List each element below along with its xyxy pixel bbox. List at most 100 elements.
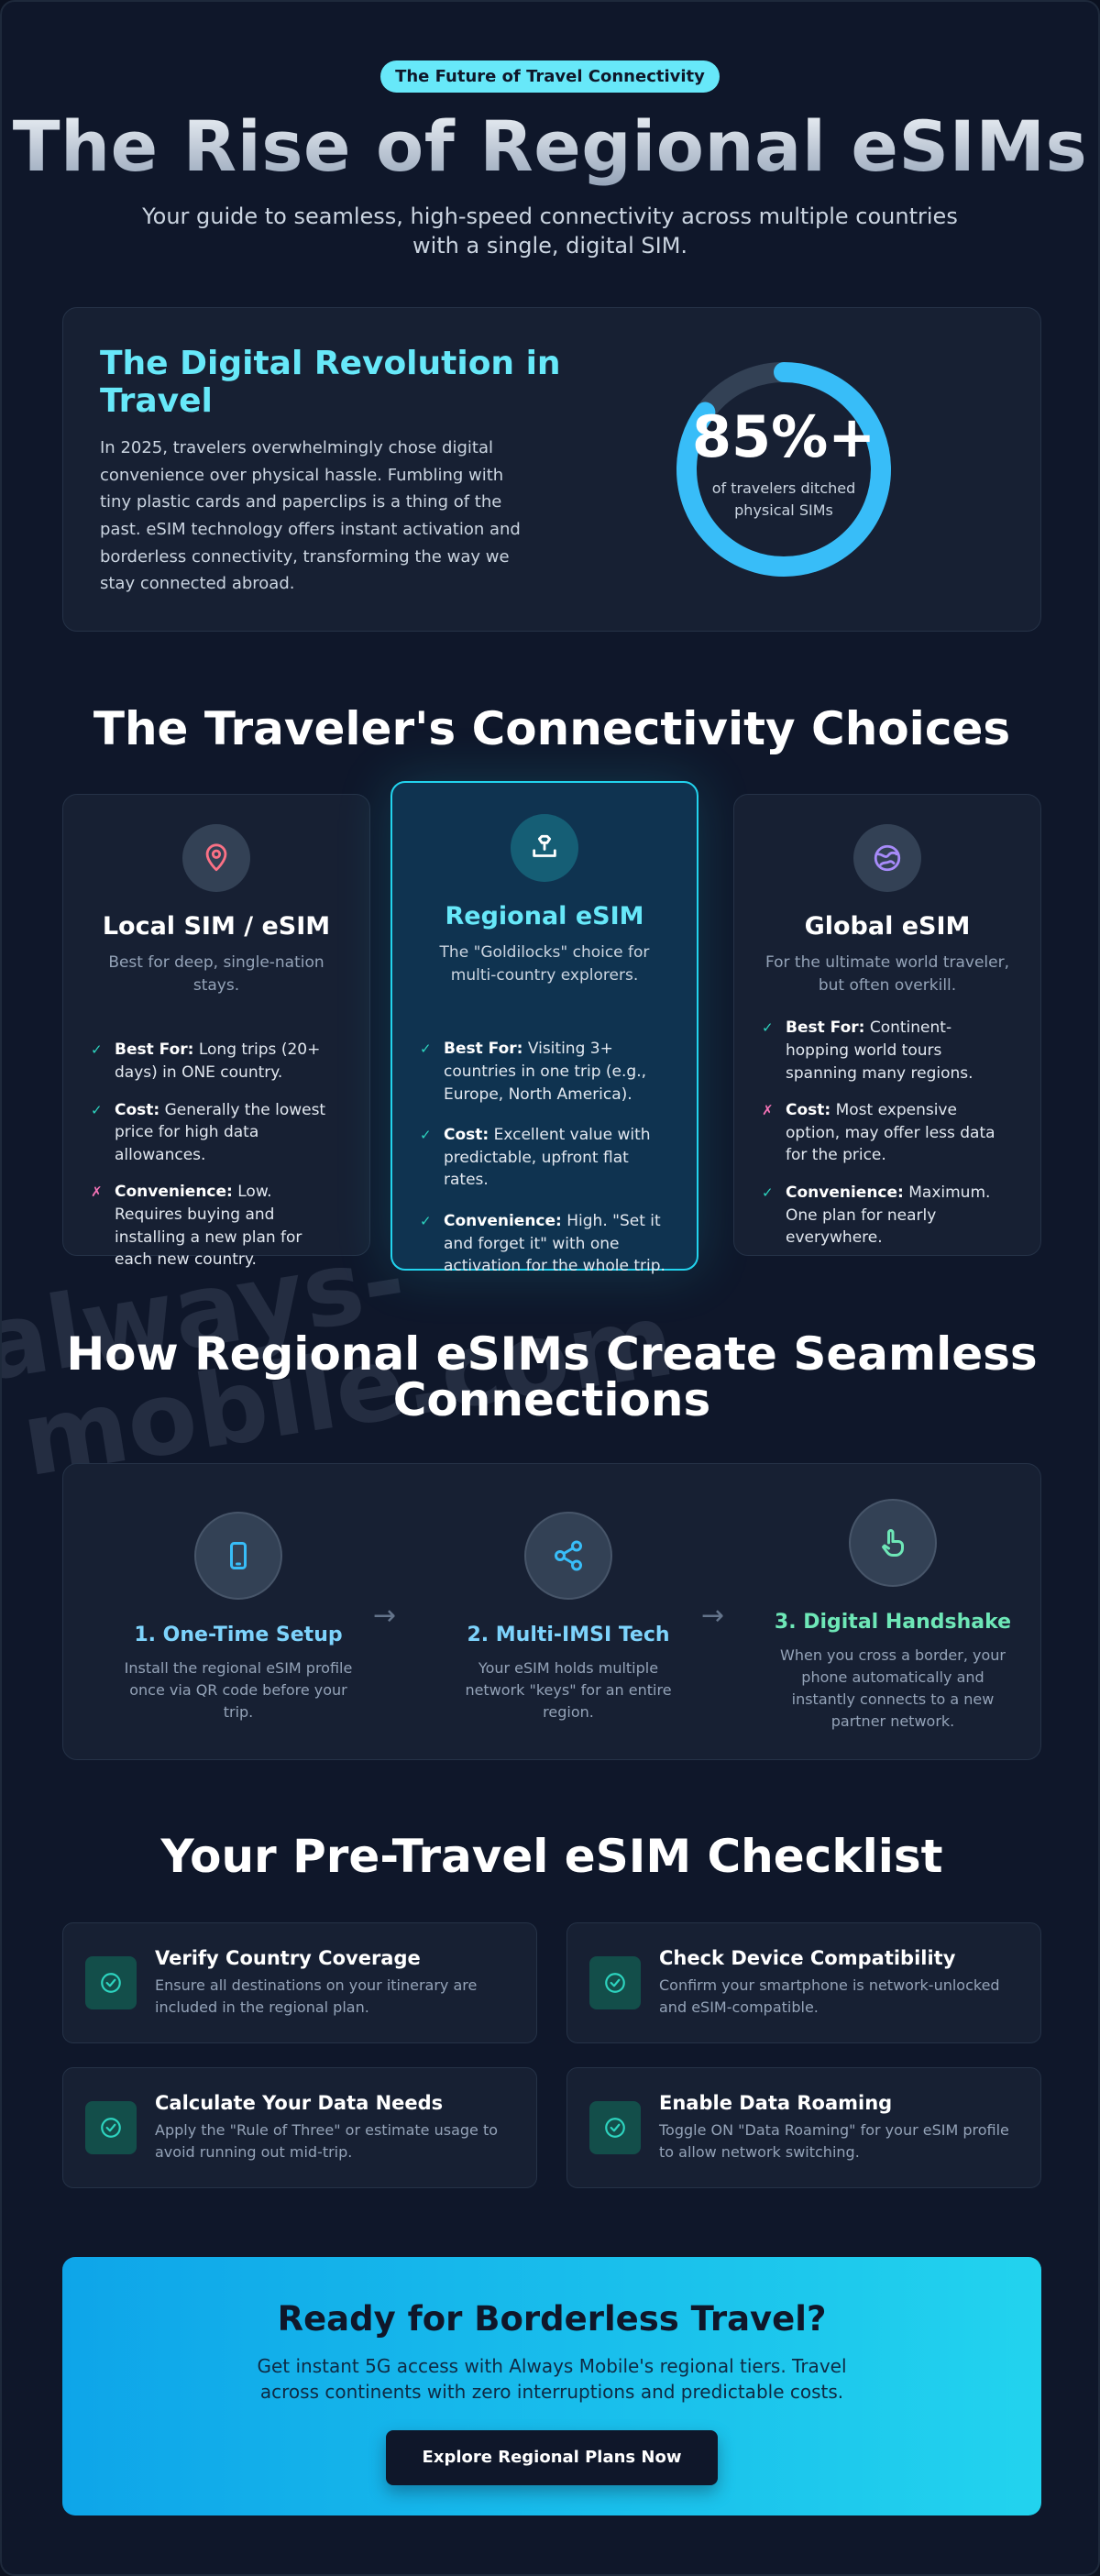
feature-item: ✓Convenience: Maximum. One plan for near… [762, 1182, 1011, 1249]
arrow-right-icon: → [701, 1600, 725, 1632]
feature-item: ✓Convenience: High. "Set it and forget i… [420, 1210, 667, 1278]
checklist-item-desc: Ensure all destinations on your itinerar… [155, 1976, 478, 2016]
choice-card-local: Local SIM / eSIM Best for deep, single-n… [62, 794, 370, 1269]
feature-item: ✓ Cost: Generally the lowest price for hi… [91, 1099, 340, 1167]
feature-text: Low. Requires buying and installing a ne… [115, 1183, 302, 1270]
explore-plans-button[interactable]: Explore Regional Plans Now [386, 2430, 718, 2485]
checklist-item-title: Verify Country Coverage [155, 1947, 421, 1969]
feature-item: ✗ Cost: Most expensive option, may offer … [762, 1099, 1011, 1167]
feature-item: ✓ Best For: Visiting 3+ countries in one … [420, 1038, 667, 1106]
step-title: 3. Digital Handshake [774, 1611, 1012, 1634]
stat-value: 85%+ [691, 403, 876, 470]
step-desc: When you cross a border, your phone auto… [780, 1646, 1006, 1730]
choice-card-regional: Regional eSIM The "Goldilocks" choice fo… [390, 781, 698, 1275]
step-title: 2. Multi-IMSI Tech [467, 1624, 670, 1646]
choice-feature-list: ✓ Best For: Visiting 3+ countries in one … [392, 1038, 697, 1278]
feature-label: Convenience: [115, 1183, 233, 1202]
check-circle-icon [589, 2101, 641, 2154]
choice-desc: The "Goldilocks" choice for multi-countr… [439, 943, 650, 985]
cross-mark-icon: ✗ [762, 1102, 774, 1119]
how-section-title: How Regional eSIMs Create Seamless Conne… [2, 1331, 1098, 1426]
page-title: The Rise of Regional eSIMs [2, 105, 1098, 187]
how-title-line-2: Connections [392, 1373, 711, 1426]
how-title-line-1: How Regional eSIMs Create Seamless [66, 1327, 1038, 1381]
checklist-item-data-needs: Calculate Your Data Needs Apply the "Rul… [62, 2067, 537, 2188]
feature-label: Best For: [115, 1040, 194, 1060]
check-circle-icon [85, 1956, 137, 2009]
feature-text: Excellent value with predictable, upfron… [444, 1126, 651, 1190]
step-digital-handshake: 3. Digital Handshake When you cross a bo… [769, 1499, 1017, 1733]
check-mark-icon: ✓ [420, 1040, 432, 1058]
feature-item: ✓ Cost: Excellent value with predictable,… [420, 1124, 667, 1192]
checklist-item-device: Check Device Compatibility Confirm your … [566, 1922, 1041, 2043]
check-mark-icon: ✓ [762, 1184, 774, 1202]
feature-text: Maximum. One plan for nearly everywhere. [786, 1183, 991, 1248]
map-tray-icon [511, 814, 578, 882]
feature-text: Most expensive option, may offer less da… [786, 1101, 996, 1165]
feature-label: Cost: [444, 1126, 490, 1145]
choice-desc: For the ultimate world traveler, but oft… [764, 953, 1010, 995]
location-pin-icon [182, 824, 250, 892]
step-multi-imsi: 2. Multi-IMSI Tech Your eSIM holds multi… [445, 1512, 692, 1723]
check-mark-icon: ✓ [420, 1127, 432, 1144]
globe-icon [853, 824, 921, 892]
checklist-item-desc: Apply the "Rule of Three" or estimate us… [155, 2121, 499, 2161]
stat-caption: of travelers ditched physical SIMs [711, 479, 856, 519]
checklist-item-title: Calculate Your Data Needs [155, 2092, 444, 2114]
choices-section-title: The Traveler's Connectivity Choices [93, 702, 1011, 755]
choice-title: Global eSIM [804, 912, 971, 941]
cross-mark-icon: ✗ [91, 1183, 103, 1201]
feature-label: Best For: [786, 1018, 865, 1038]
step-title: 1. One-Time Setup [134, 1624, 343, 1646]
feature-label: Best For: [444, 1040, 523, 1059]
cta-text: Get instant 5G access with Always Mobile… [257, 2355, 847, 2403]
donut-fill-arc [676, 362, 891, 577]
smartphone-icon [194, 1512, 282, 1600]
feature-text: Generally the lowest price for high data… [115, 1100, 326, 1164]
choice-feature-list: ✓ Best For: Continent-hopping world tours… [734, 1017, 1040, 1249]
checklist-item-roaming: Enable Data Roaming Toggle ON "Data Roam… [566, 2067, 1041, 2188]
checklist-section-title: Your Pre-Travel eSIM Checklist [160, 1830, 943, 1883]
arrow-right-icon: → [373, 1600, 397, 1632]
feature-text: High. "Set it and forget it" with one ac… [444, 1212, 666, 1276]
choice-card-global: Global eSIM For the ultimate world trave… [733, 794, 1041, 1256]
check-mark-icon: ✓ [91, 1041, 103, 1059]
check-circle-icon [85, 2101, 137, 2154]
feature-item: ✗ Convenience: Low. Requires buying and i… [91, 1181, 340, 1271]
page-subtitle: Your guide to seamless, high-speed conne… [142, 204, 958, 259]
revolution-text: In 2025, travelers overwhelmingly chose … [100, 438, 521, 594]
choice-feature-list: ✓ Best For: Long trips (20+ days) in ONE … [63, 1039, 369, 1271]
how-it-works-card: 1. One-Time Setup Install the regional e… [62, 1463, 1041, 1760]
feature-label: Cost: [786, 1101, 831, 1120]
feature-text: Visiting 3+ countries in one trip (e.g.,… [444, 1040, 646, 1104]
feature-text: Continent-hopping world tours spanning m… [786, 1018, 974, 1083]
step-desc: Install the regional eSIM profile once v… [124, 1659, 353, 1721]
check-circle-icon [589, 1956, 641, 2009]
feature-label: Cost: [115, 1100, 160, 1119]
feature-text: Long trips (20+ days) in ONE country. [115, 1040, 321, 1082]
header: The Future of Travel Connectivity The Ri… [2, 2, 1098, 261]
step-desc: Your eSIM holds multiple network "keys" … [465, 1659, 672, 1721]
donut-svg [676, 362, 891, 577]
feature-item: ✓ Best For: Continent-hopping world tours… [762, 1017, 1011, 1084]
digital-revolution-card: The Digital Revolution in Travel In 2025… [62, 307, 1041, 632]
choice-title: Local SIM / eSIM [102, 912, 331, 941]
checklist-item-title: Enable Data Roaming [659, 2092, 893, 2114]
choice-desc: Best for deep, single-nation stays. [108, 953, 324, 995]
header-badge: The Future of Travel Connectivity [380, 61, 720, 93]
checklist-item-coverage: Verify Country Coverage Ensure all desti… [62, 1922, 537, 2043]
step-one-time-setup: 1. One-Time Setup Install the regional e… [115, 1512, 362, 1723]
checklist-item-desc: Toggle ON "Data Roaming" for your eSIM p… [659, 2121, 1009, 2161]
checklist-item-title: Check Device Compatibility [659, 1947, 956, 1969]
choice-title: Regional eSIM [445, 902, 644, 930]
cta-title: Ready for Borderless Travel? [277, 2299, 827, 2339]
check-mark-icon: ✓ [91, 1101, 103, 1118]
feature-item: ✓ Best For: Long trips (20+ days) in ONE … [91, 1039, 340, 1084]
donut-center: 85%+ of travelers ditched physical SIMs [674, 359, 894, 579]
check-mark-icon: ✓ [762, 1019, 774, 1037]
revolution-title: The Digital Revolution in Travel [100, 345, 561, 421]
pointing-hand-icon [849, 1499, 937, 1587]
feature-label: Convenience: [444, 1212, 562, 1231]
checklist-item-desc: Confirm your smartphone is network-unloc… [659, 1976, 1000, 2016]
